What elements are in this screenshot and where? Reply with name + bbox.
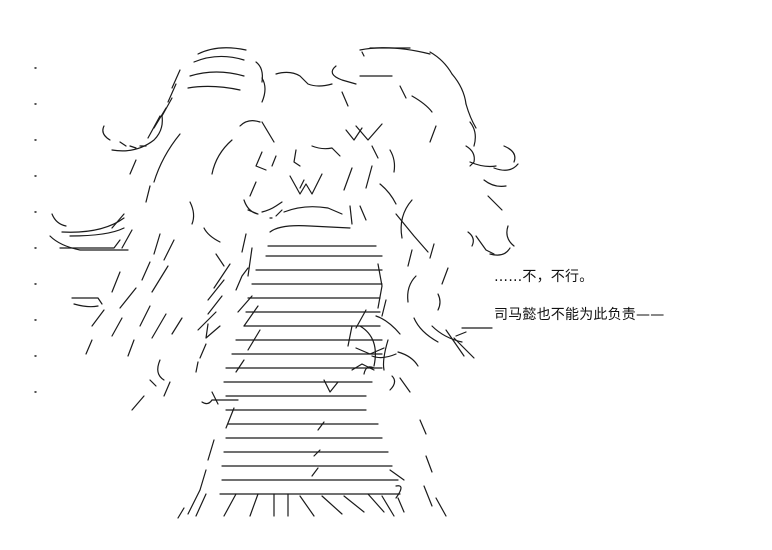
face bbox=[211, 120, 397, 225]
margin-dots bbox=[34, 67, 37, 393]
hair-upper-right bbox=[331, 47, 519, 211]
hand-detail bbox=[311, 347, 385, 477]
dress-body bbox=[177, 225, 405, 519]
dialogue-line-1: ……不，不行。 bbox=[494, 269, 594, 285]
hair-upper-left bbox=[102, 47, 333, 175]
hair-left-flow bbox=[49, 133, 225, 411]
dialogue-line-2: 司马懿也不能为此负责—— bbox=[494, 307, 665, 323]
hair-right-flow bbox=[375, 199, 515, 517]
